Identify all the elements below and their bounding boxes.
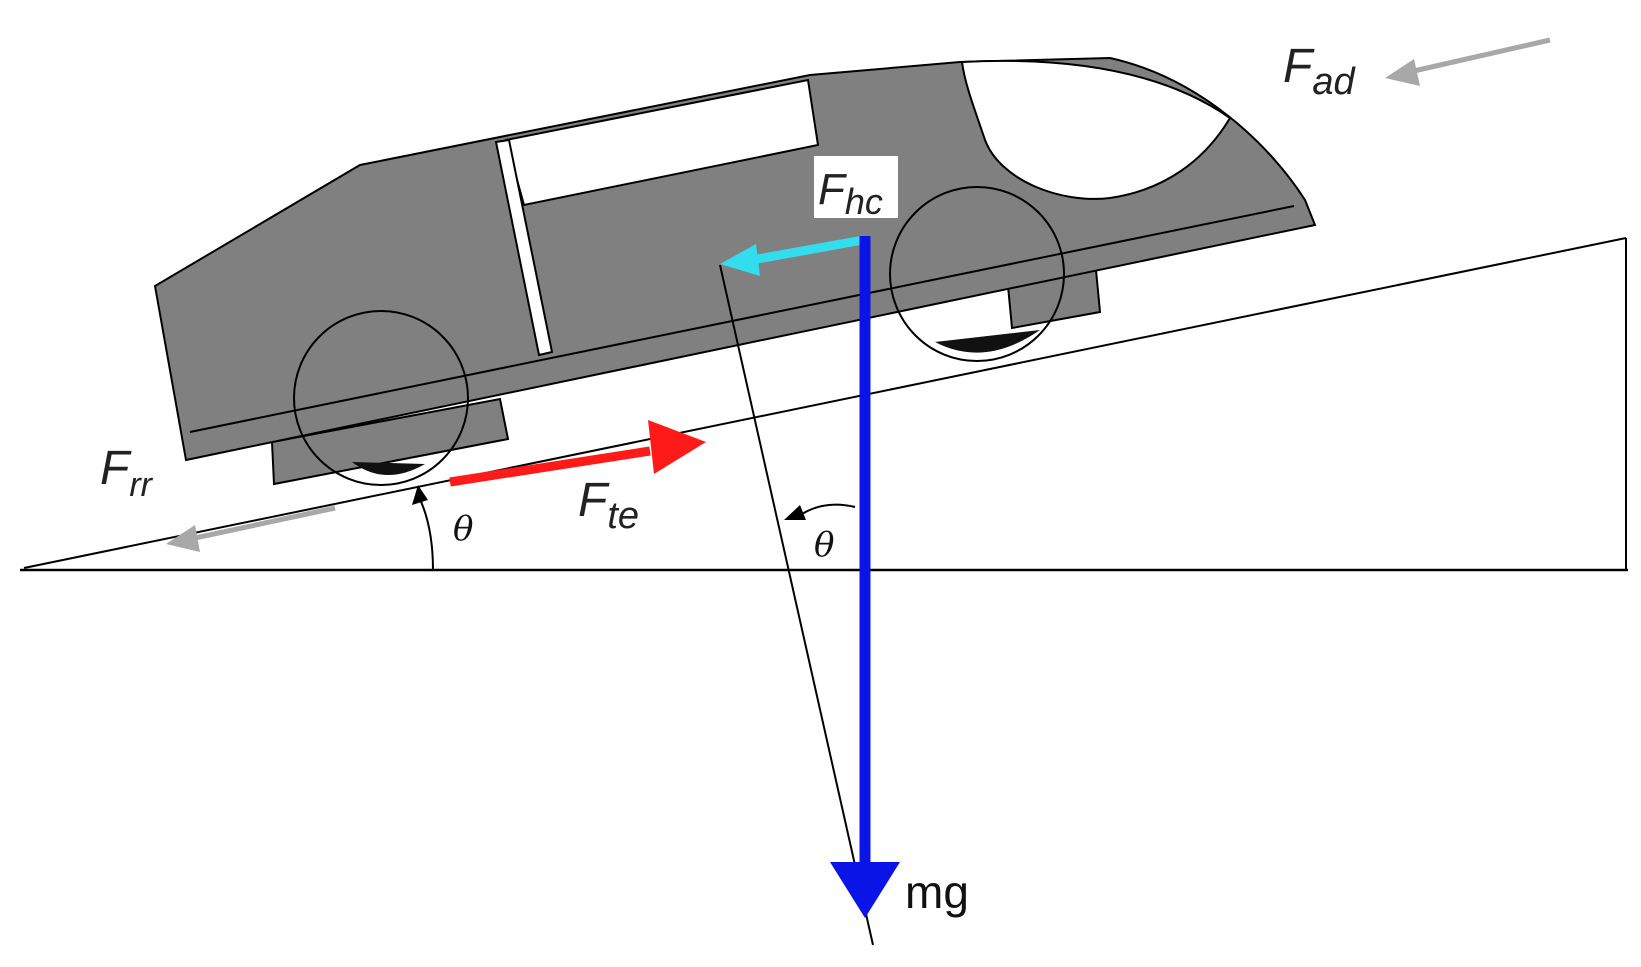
normal-reference-line [719,264,874,946]
gravity-angle-arc [801,503,856,515]
incline-angle-label: θ [453,509,473,549]
gravity-angle-arrowhead [784,505,806,520]
traction-force-arrow [449,420,706,487]
rear-wheel [293,310,469,486]
door-pillar [494,138,554,357]
f-ad-label: Fad [1283,40,1356,103]
rolling-resistance-arrow [166,505,336,552]
incline-angle-arc [417,494,434,571]
rear-tire-contact [352,462,425,476]
slope-line [23,237,1627,569]
incline-angle-marker [412,485,434,571]
mg-label: mg [905,866,969,918]
f-hc-label-background [814,156,898,218]
front-tire-contact [935,330,1040,353]
f-rr-label: Frr [100,442,154,504]
incline-angle-arrowhead [412,485,428,505]
incline [20,237,1628,572]
f-hc-label: Fhc [818,165,883,222]
rear-skirt [270,397,510,486]
gravity-angle-marker [784,503,856,520]
front-wheel [889,186,1065,362]
windshield [960,59,1232,200]
gravity-angle-label: θ [814,525,834,565]
aerodynamic-drag-arrow [1385,37,1551,86]
underbody-line [189,205,1295,433]
hill-climbing-force-arrow [720,235,864,276]
gravity-force-arrow [830,236,900,918]
f-te-label: Fte [578,474,639,537]
